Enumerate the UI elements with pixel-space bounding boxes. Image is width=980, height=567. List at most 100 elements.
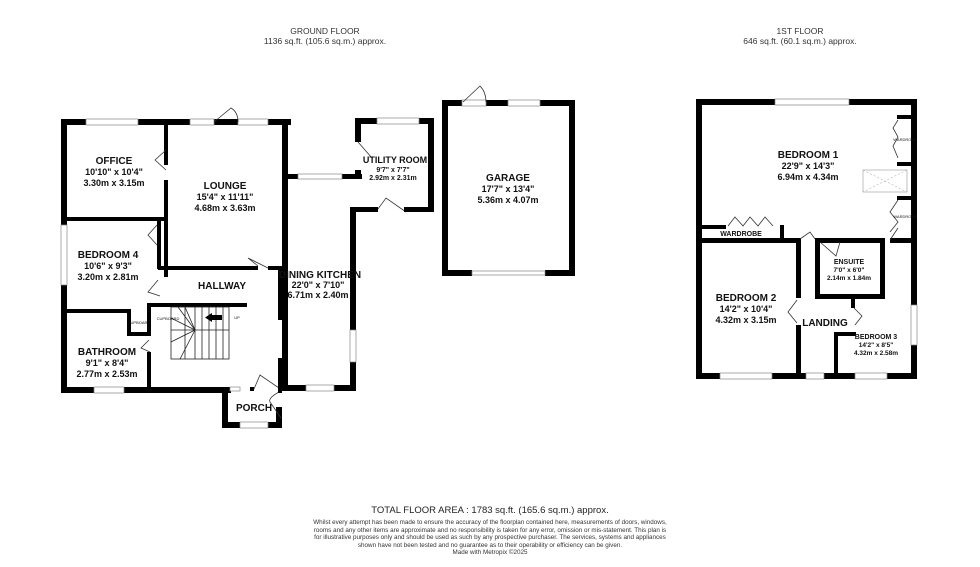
window — [507, 99, 541, 107]
room-label-bedroom-4: BEDROOM 4 10'6" x 9'3" 3.20m x 2.81m — [77, 250, 138, 282]
first-floor-header: 1ST FLOOR 646 sq.ft. (60.1 sq.m.) approx… — [690, 26, 910, 46]
wall — [545, 270, 575, 276]
wall — [815, 294, 885, 299]
room-label-garage: GARAGE 17'7" x 13'4" 5.36m x 4.07m — [477, 173, 538, 205]
window — [349, 329, 357, 363]
svg-text:9'1" x 8'4": 9'1" x 8'4" — [86, 358, 129, 368]
room-label-bedroom-3: BEDROOM 3 14'2" x 8'5" 4.32m x 2.58m — [854, 334, 898, 357]
wall — [276, 407, 282, 428]
svg-text:ENSUITE: ENSUITE — [834, 259, 865, 266]
wall — [278, 270, 282, 320]
first-floor-plan — [696, 98, 918, 380]
window — [719, 372, 773, 380]
wall — [880, 238, 885, 298]
svg-text:3.20m x 2.81m: 3.20m x 2.81m — [77, 272, 138, 282]
window — [297, 173, 343, 180]
room-label-landing: LANDING — [802, 318, 848, 329]
wall — [897, 115, 913, 119]
wall — [268, 266, 288, 270]
ground-floor-header: GROUND FLOOR 1136 sq.ft. (105.6 sq.m.) a… — [215, 26, 435, 46]
window — [239, 421, 269, 429]
made-with-credit: Made with Metropix ©2025 — [452, 549, 528, 557]
wall — [61, 309, 131, 313]
wall — [158, 266, 258, 270]
wall — [164, 125, 168, 165]
footer: TOTAL FLOOR AREA : 1783 sq.ft. (165.6 sq… — [310, 505, 670, 557]
svg-text:3.30m x 3.15m: 3.30m x 3.15m — [83, 178, 144, 188]
loft-hatch — [862, 169, 908, 193]
wall — [61, 387, 231, 393]
wall — [250, 387, 254, 391]
svg-text:UTILITY ROOM: UTILITY ROOM — [363, 155, 427, 165]
wall — [442, 270, 472, 276]
room-label-office: OFFICE 10'10" x 10'4" 3.30m x 3.15m — [83, 156, 144, 188]
wardrobe-door — [892, 119, 899, 159]
wall — [834, 332, 838, 379]
svg-text:4.68m x 3.63m: 4.68m x 3.63m — [194, 203, 255, 213]
room-label-bathroom: BATHROOM 9'1" x 8'4" 2.77m x 2.53m — [76, 347, 137, 379]
svg-text:6.94m x 4.34m: 6.94m x 4.34m — [777, 172, 838, 182]
disclaimer-text: Whilst every attempt has been made to en… — [313, 519, 667, 549]
svg-text:9'7" x 7'7": 9'7" x 7'7" — [376, 167, 409, 174]
svg-text:14'2" x 8'5": 14'2" x 8'5" — [859, 342, 894, 349]
door-swing — [269, 391, 282, 419]
svg-text:DINING KITCHEN: DINING KITCHEN — [279, 270, 361, 281]
wall — [442, 100, 448, 276]
svg-text:22'0" x 7'10": 22'0" x 7'10" — [292, 280, 345, 290]
cupboard-label: CUPBOARD — [128, 320, 151, 325]
svg-text:4.32m x 3.15m: 4.32m x 3.15m — [715, 315, 776, 325]
door-swing — [819, 241, 841, 257]
window — [189, 118, 215, 126]
wall — [702, 225, 726, 229]
room-label-porch: PORCH — [236, 403, 272, 414]
window — [805, 372, 825, 380]
total-floor-area: TOTAL FLOOR AREA : 1783 sq.ft. (165.6 sq… — [371, 505, 609, 516]
svg-text:22'9" x 14'3": 22'9" x 14'3" — [782, 161, 835, 171]
wall — [890, 238, 917, 243]
wall — [61, 119, 291, 125]
window — [910, 304, 918, 346]
wall — [851, 298, 855, 308]
door-swing — [462, 85, 487, 103]
svg-text:4.32m x 2.58m: 4.32m x 2.58m — [854, 350, 898, 357]
svg-text:2.14m x 1.84m: 2.14m x 1.84m — [827, 275, 871, 282]
room-label-hallway: HALLWAY — [198, 281, 246, 292]
svg-text:PORCH: PORCH — [236, 403, 272, 414]
door-swing — [213, 107, 239, 123]
door-swing — [147, 279, 161, 297]
wardrobe-label: WARDROBE — [893, 137, 917, 142]
door-swing — [853, 307, 863, 326]
room-label-bedroom-2: BEDROOM 2 14'2" x 10'4" 4.32m x 3.15m — [715, 293, 776, 325]
wall — [278, 358, 282, 393]
wall — [355, 170, 361, 179]
wall — [164, 180, 168, 277]
wall — [780, 225, 784, 240]
door-swing — [799, 231, 816, 240]
wall — [897, 196, 913, 200]
wall — [222, 387, 228, 427]
room-label-bedroom-1: BEDROOM 1 22'9" x 14'3" 6.94m x 4.34m — [777, 150, 838, 182]
window — [376, 117, 420, 125]
staircase — [170, 306, 230, 360]
wardrobe-door — [727, 216, 774, 227]
svg-text:17'7" x 13'4": 17'7" x 13'4" — [482, 184, 535, 194]
room-label-wardrobe: WARDROBE — [720, 231, 762, 238]
window — [305, 384, 335, 392]
wall — [147, 303, 247, 307]
svg-text:OFFICE: OFFICE — [96, 156, 133, 167]
svg-text:LOUNGE: LOUNGE — [204, 181, 247, 192]
wardrobe-door — [889, 199, 899, 233]
svg-text:BEDROOM 2: BEDROOM 2 — [716, 293, 777, 304]
room-label-ensuite: ENSUITE 7'0" x 6'0" 2.14m x 1.84m — [827, 259, 871, 282]
svg-text:2.92m x 2.31m: 2.92m x 2.31m — [369, 175, 416, 182]
window — [93, 386, 125, 394]
wall — [127, 332, 151, 336]
door-swing — [889, 227, 899, 241]
wall — [127, 309, 131, 335]
wall — [350, 210, 356, 391]
wall — [569, 100, 575, 276]
svg-text:BEDROOM 4: BEDROOM 4 — [78, 250, 139, 261]
window — [85, 118, 139, 126]
door-swing — [154, 149, 167, 171]
